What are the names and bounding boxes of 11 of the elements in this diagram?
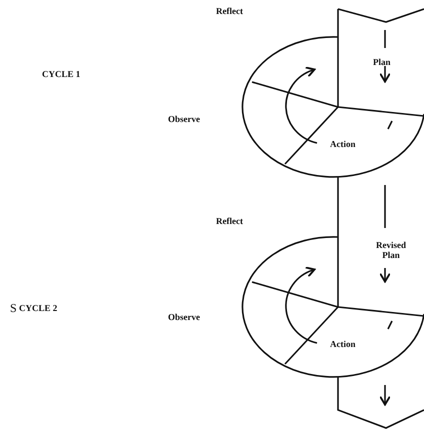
stage-label: Action xyxy=(330,339,356,349)
text-fragment: S xyxy=(10,303,17,313)
stage-label: Action xyxy=(330,139,356,149)
stage-label: Observe xyxy=(168,114,200,124)
stage-label: Observe xyxy=(168,312,200,322)
stage-label: Reflect xyxy=(216,6,243,16)
stage-label: Reflect xyxy=(216,216,243,226)
cycle-label: CYCLE 1 xyxy=(42,69,80,79)
cycle-label: CYCLE 2 xyxy=(19,303,58,313)
stage-label: Revised Plan xyxy=(375,240,407,260)
stage-label: Plan xyxy=(373,57,391,67)
